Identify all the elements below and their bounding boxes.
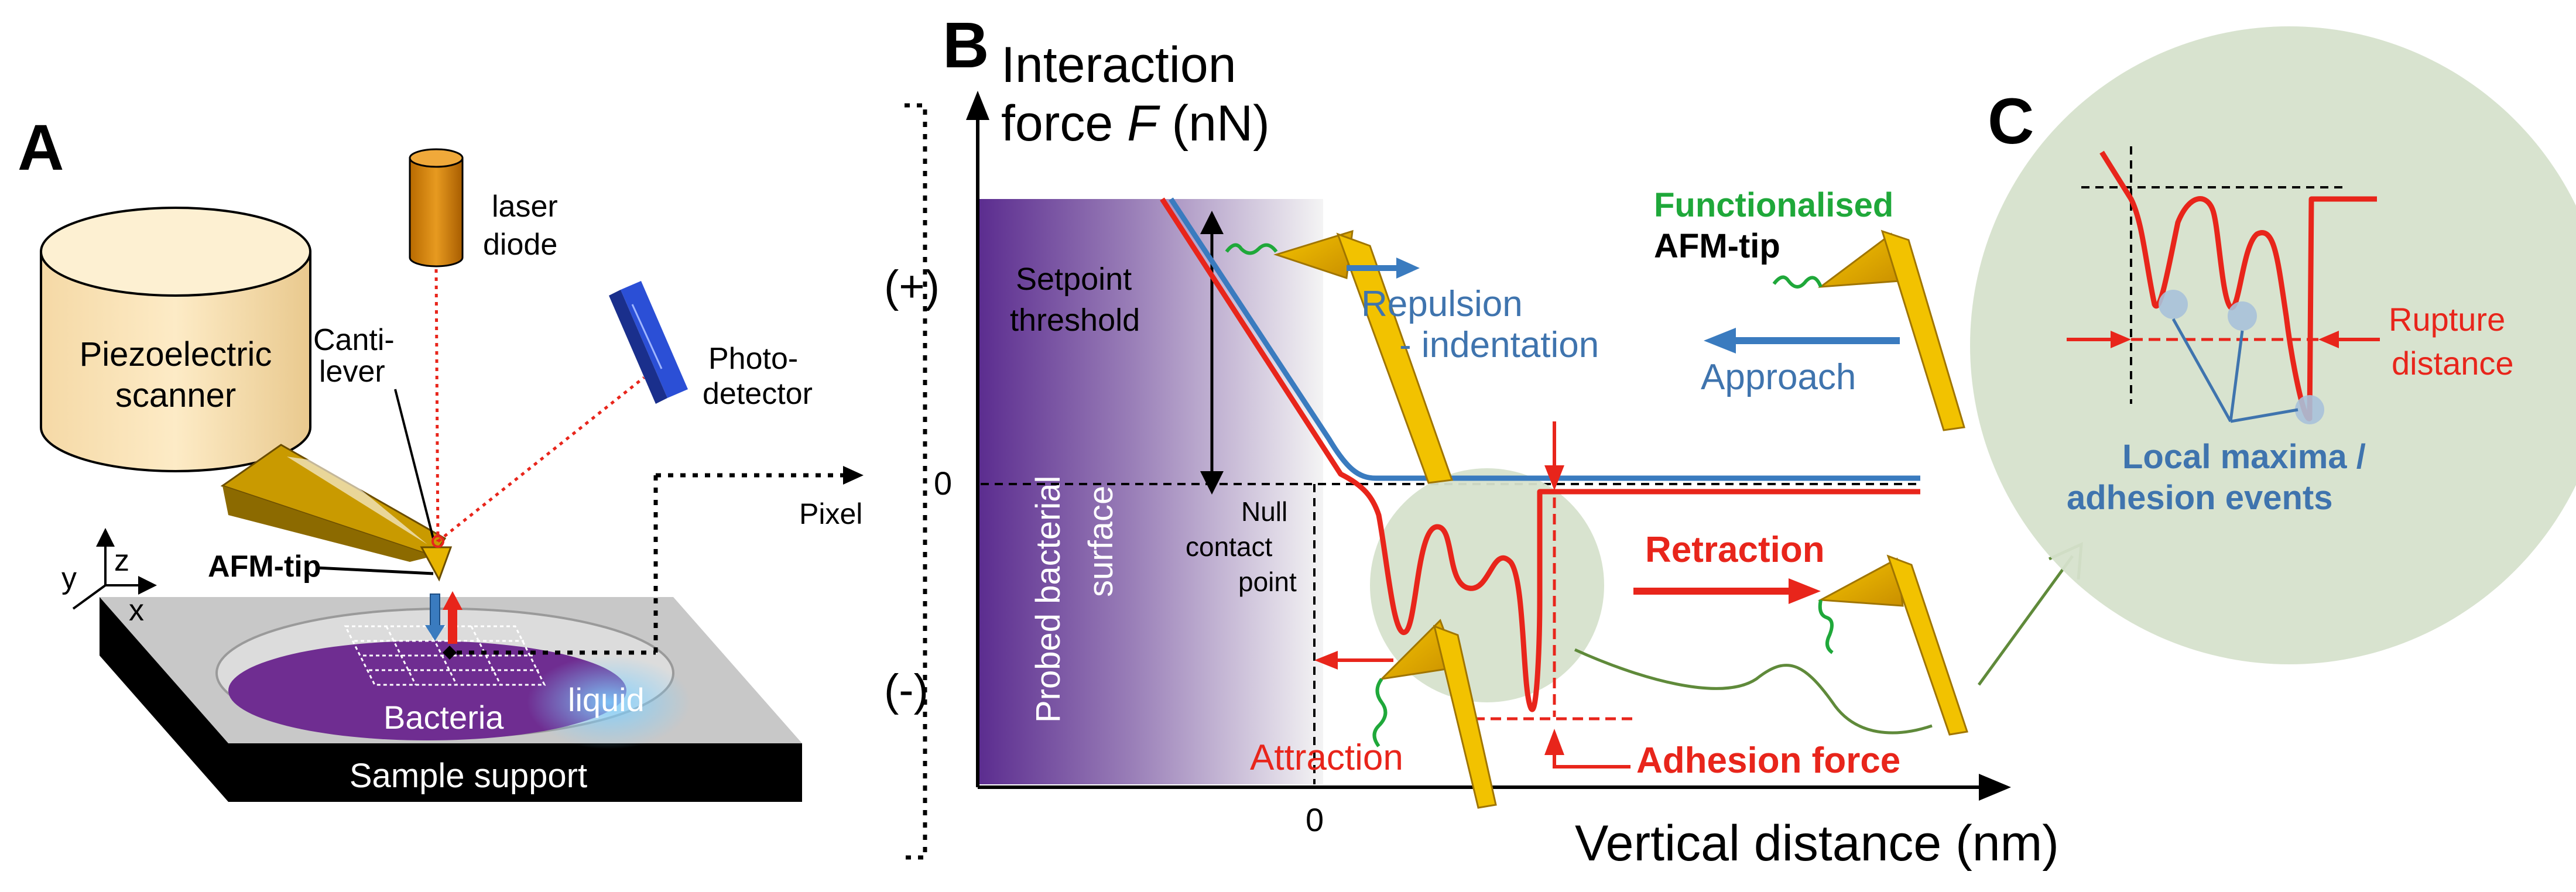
- local-maxima-label-2: adhesion events: [2067, 479, 2332, 517]
- y-axis-arrow: [966, 91, 989, 120]
- piezo-label-1: Piezoelectric: [80, 335, 272, 373]
- retraction-tip-icon: [1817, 554, 1968, 736]
- adhesion-arrow-top-head: [1544, 465, 1564, 490]
- bacteria-layer: [228, 641, 626, 740]
- y-tick-plus: (+): [884, 262, 940, 311]
- pixel-bracket: [905, 103, 927, 860]
- repulsion-tip-icon: [1225, 229, 1454, 484]
- cantilever-label-1: Canti-: [313, 323, 395, 357]
- laser-label-2: diode: [483, 228, 557, 262]
- rupture-label-2: distance: [2392, 345, 2514, 382]
- rupture-arrows: [2067, 331, 2380, 348]
- panel-a: A Sample support Bacteria liquid: [18, 112, 864, 802]
- retraction-curve: [1160, 197, 1920, 712]
- axis-x-label: x: [129, 593, 144, 627]
- repulsion-label-1: Repulsion: [1361, 284, 1523, 324]
- local-maximum-3: [2295, 395, 2324, 424]
- approach-curve: [1169, 197, 1920, 481]
- retraction-label: Retraction: [1645, 530, 1825, 570]
- sample-support-label: Sample support: [350, 757, 587, 795]
- c-retraction-curve: [2099, 150, 2377, 421]
- cantilever: [220, 444, 453, 582]
- pixel-marker: [443, 646, 457, 660]
- attraction-label: Attraction: [1250, 737, 1403, 778]
- local-maximum-2: [2228, 301, 2257, 331]
- x-axis-arrow: [1979, 774, 2011, 801]
- bacteria-label: Bacteria: [383, 699, 504, 736]
- null-contact-label-3: point: [1238, 567, 1297, 597]
- cantilever-label-2: lever: [319, 355, 385, 389]
- laser-diode: [409, 148, 464, 267]
- local-maxima-connectors: [2171, 318, 2298, 423]
- axis-z-label: z: [114, 544, 129, 578]
- y-axis-title-unit: (nN): [1158, 95, 1270, 152]
- x-axis-title: Vertical distance (nm): [1575, 815, 2059, 872]
- y-tick-minus: (-): [884, 665, 929, 715]
- laser-label-1: laser: [492, 190, 558, 224]
- adhesion-force-label: Adhesion force: [1636, 740, 1900, 781]
- setpoint-arrow-bottom: [1200, 471, 1224, 495]
- adhesion-arrow-bottom-head: [1544, 729, 1564, 755]
- probed-surface-label-1: Probed bacterial: [1029, 476, 1067, 723]
- approach-arrow: [1704, 328, 1900, 354]
- photodetector-label-2: detector: [703, 377, 813, 411]
- pixel-label: Pixel: [799, 498, 862, 530]
- y-tick-zero: 0: [934, 465, 952, 502]
- null-contact-label-1: Null: [1241, 496, 1287, 527]
- probed-surface-region: [978, 199, 1323, 784]
- probed-surface-label-2: surface: [1082, 486, 1120, 597]
- afm-tip-label-a: AFM-tip: [208, 550, 321, 584]
- pixel-link: [457, 473, 846, 655]
- functionalised-tip-icon: [1772, 229, 1965, 431]
- post-rupture-curve: [1574, 648, 1933, 735]
- setpoint-label-2: threshold: [1010, 303, 1140, 338]
- liquid-glow: [527, 656, 691, 749]
- rupture-label-1: Rupture: [2389, 301, 2505, 338]
- setpoint-label-1: Setpoint: [1016, 262, 1132, 297]
- laser-beam: [434, 269, 645, 543]
- piezo-scanner: [40, 207, 311, 472]
- xyz-axes: [72, 528, 157, 610]
- photodetector: [609, 281, 688, 404]
- attraction-arrow: [1314, 651, 1393, 670]
- functionalised-label: Functionalised: [1654, 186, 1893, 224]
- tip-motion-arrows: [425, 591, 463, 644]
- local-maximum-1: [2159, 290, 2188, 319]
- panel-b-letter: B: [943, 9, 989, 81]
- axis-y-label: y: [61, 561, 77, 595]
- panel-c: C Rupture distance Local maxima / adhesi…: [1970, 26, 2576, 664]
- attraction-tip-icon: [1372, 619, 1497, 809]
- panel-b: B Probed bacterial surface Interaction f…: [884, 9, 2083, 872]
- liquid-label: liquid: [568, 681, 645, 718]
- x-tick-zero: 0: [1306, 801, 1324, 838]
- adhesion-arrow-bottom: [1553, 752, 1630, 769]
- laser-spot: [431, 535, 444, 548]
- photodetector-label-1: Photo-: [708, 342, 798, 376]
- afm-tip-label-b: AFM-tip: [1654, 227, 1780, 265]
- pixel-arrow-head: [843, 466, 864, 485]
- setpoint-arrow-top: [1200, 211, 1224, 234]
- y-axis-title-symbol: F: [1127, 95, 1160, 152]
- afm-tip-pointer: [316, 566, 434, 575]
- panel-c-letter: C: [1988, 85, 2034, 157]
- repulsion-arrow: [1347, 258, 1420, 279]
- retraction-arrow: [1633, 578, 1821, 604]
- piezo-label-2: scanner: [115, 376, 236, 414]
- null-contact-label-2: contact: [1186, 531, 1273, 562]
- panel-a-letter: A: [18, 112, 64, 184]
- local-maxima-label-1: Local maxima /: [2122, 438, 2366, 476]
- cantilever-pointer: [394, 389, 434, 539]
- y-axis-title-2: force F (nN): [1001, 95, 1270, 152]
- y-axis-title-1: Interaction: [1001, 37, 1236, 93]
- repulsion-label-2: - indentation: [1399, 325, 1599, 365]
- approach-label: Approach: [1701, 357, 1856, 397]
- y-axis-title-force: force: [1001, 95, 1127, 152]
